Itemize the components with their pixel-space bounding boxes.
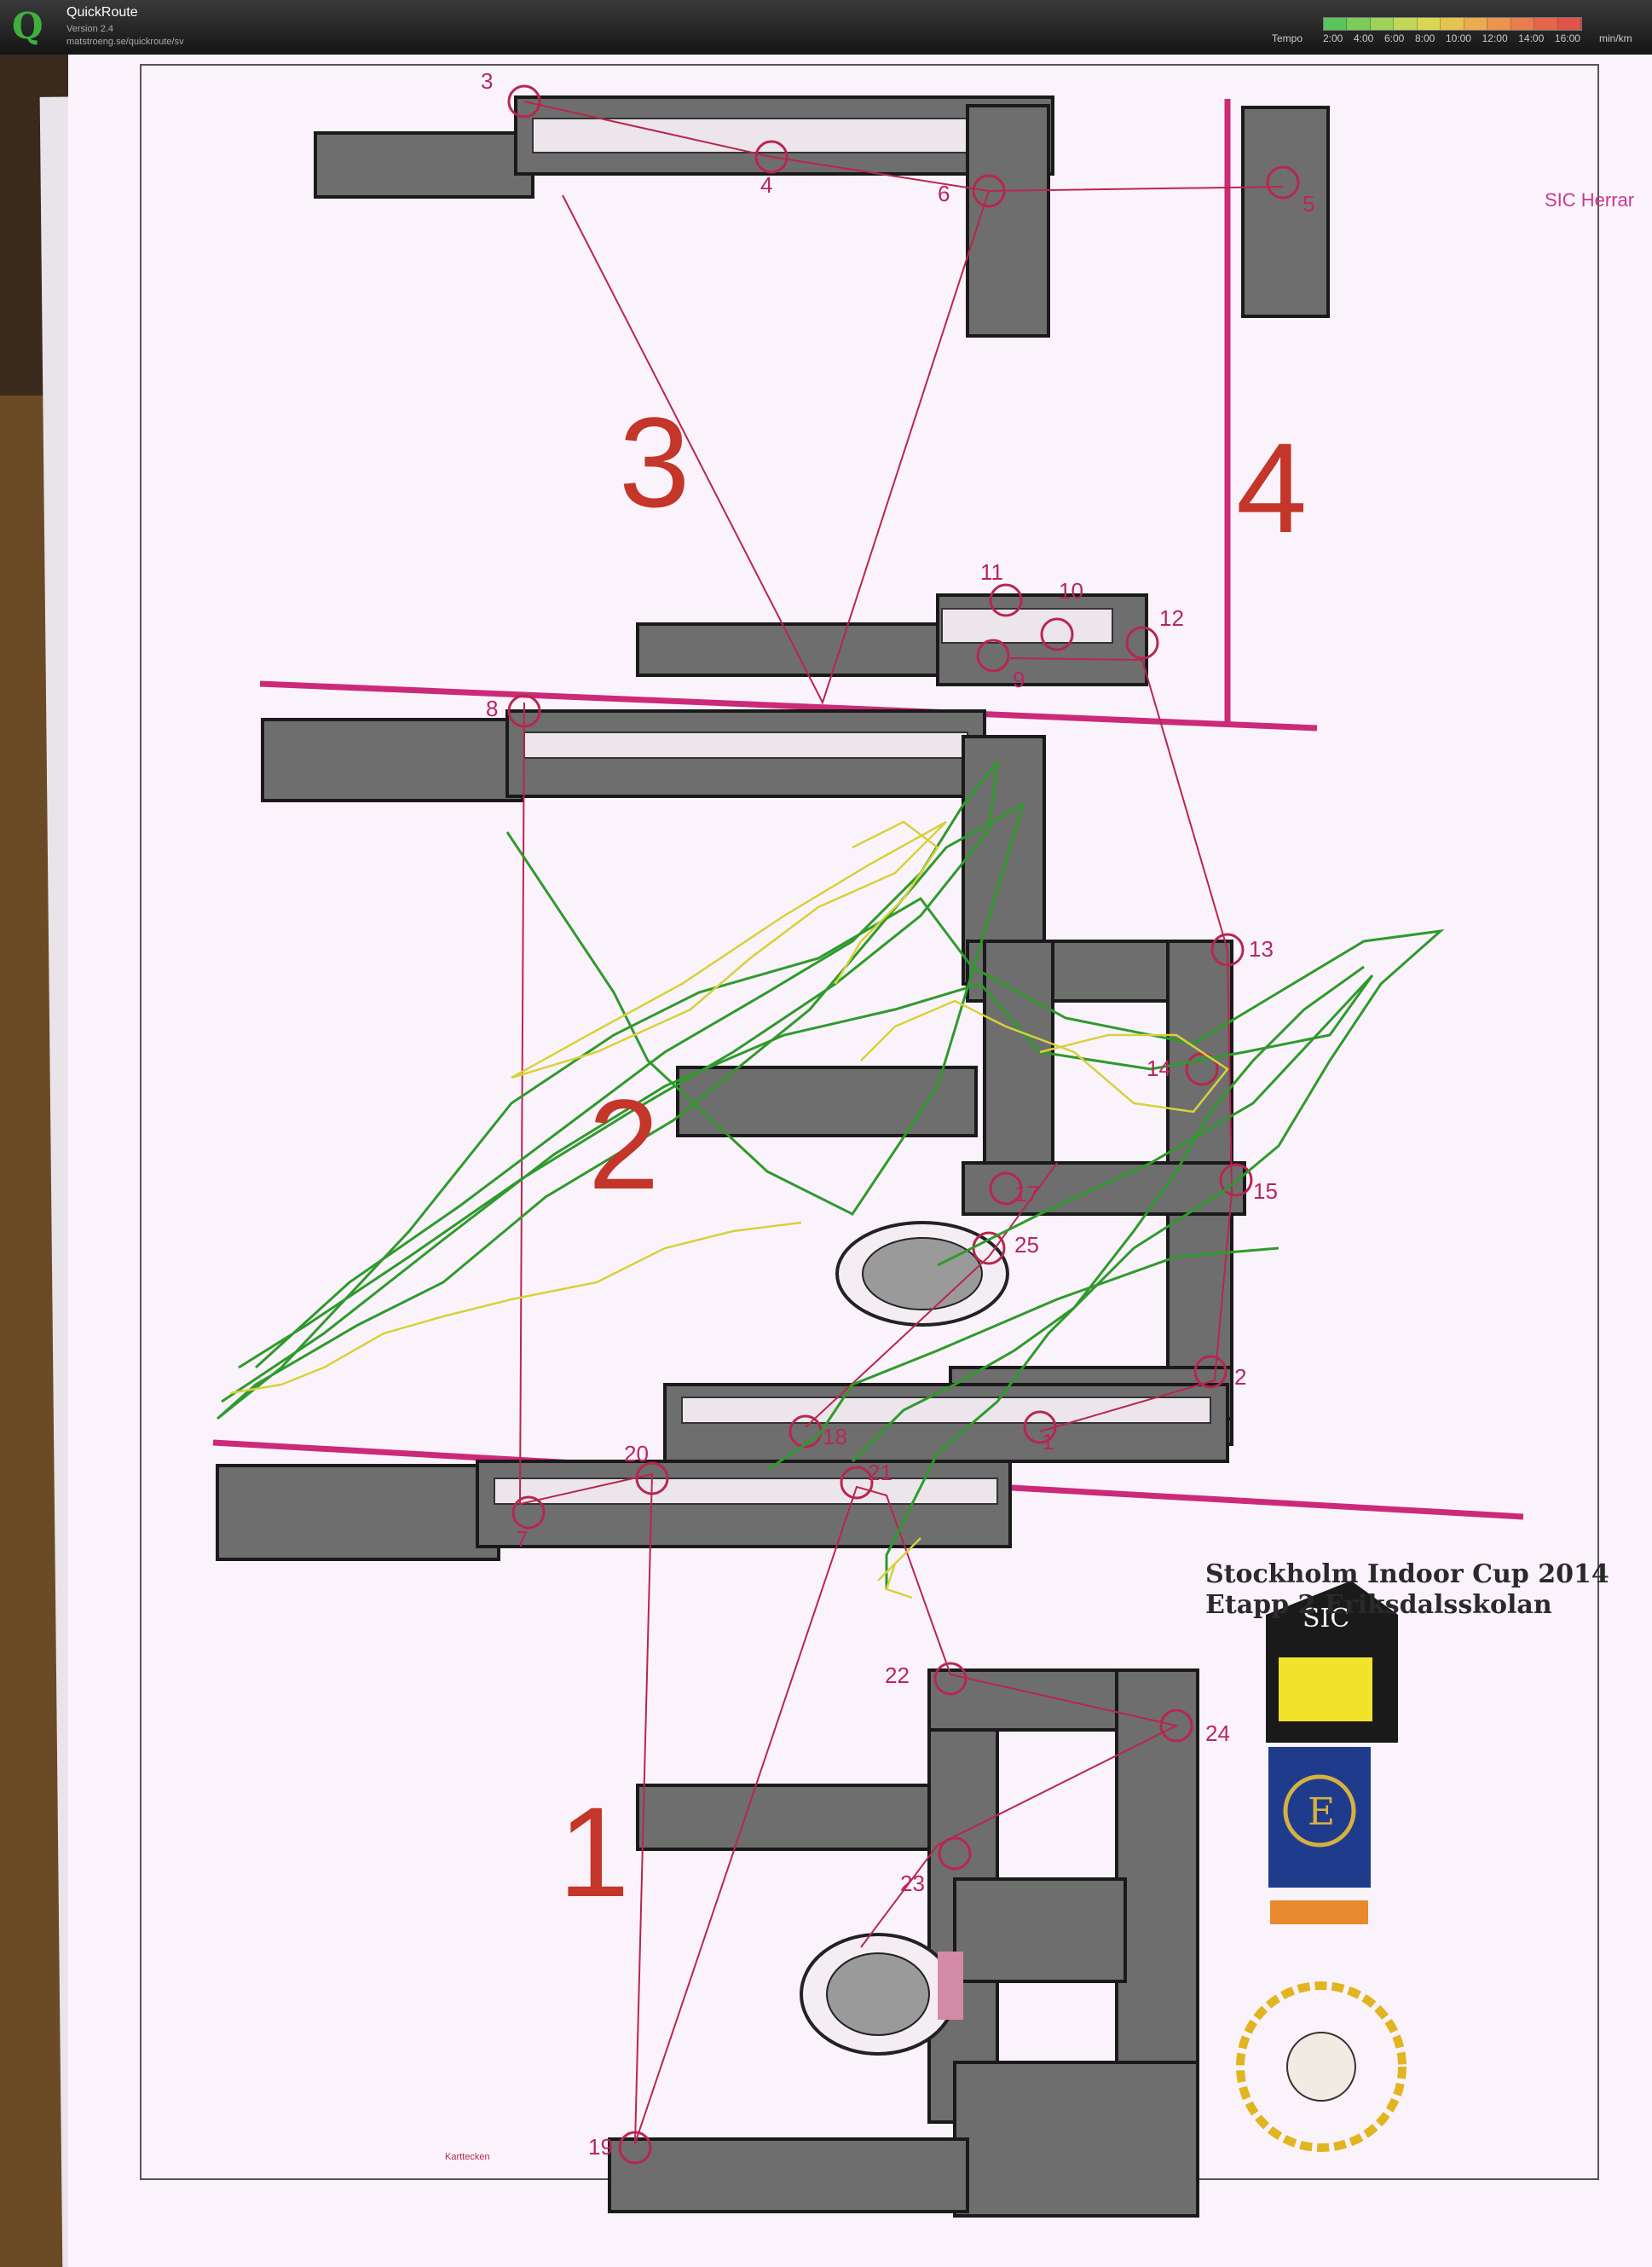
tempo-scale-segment [1347,18,1371,30]
tempo-unit: min/km [1599,32,1632,44]
svg-text:E: E [1308,1790,1335,1834]
tempo-scale-segment [1370,18,1395,30]
control-number-4: 4 [760,172,772,198]
tempo-label: Tempo [1272,32,1303,44]
control-number-6: 6 [938,181,950,206]
control-number-21: 21 [868,1460,892,1485]
eriksdal-logo: E [1268,1747,1371,1924]
class-label: SIC Herrar [1545,189,1635,211]
control-number-8: 8 [486,696,498,721]
tempo-tick: 14:00 [1518,32,1545,44]
section-number-4: 4 [1236,416,1307,559]
tempo-tick: 2:00 [1323,32,1343,44]
tempo-color-scale[interactable] [1323,17,1582,31]
control-number-1: 1 [1042,1429,1054,1454]
tempo-tick: 10:00 [1445,32,1471,44]
tempo-scale-segment [1441,18,1464,30]
control-number-5: 5 [1303,191,1314,217]
app-title: QuickRoute [66,5,138,20]
control-number-15: 15 [1253,1178,1278,1204]
tempo-scale-segment [1534,18,1558,30]
tempo-ticks: 2:00 4:00 6:00 8:00 10:00 12:00 14:00 16… [1323,32,1580,44]
control-number-18: 18 [823,1424,847,1449]
control-number-17: 17 [1014,1181,1039,1206]
tempo-scale-segment [1394,18,1418,30]
control-number-7: 7 [516,1526,528,1552]
control-number-11: 11 [980,559,1003,585]
tempo-tick: 6:00 [1383,32,1405,44]
tempo-scale-segment [1324,18,1348,30]
control-number-22: 22 [885,1663,910,1688]
building-section-1 [216,1460,1199,2218]
map-legend-title: Karttecken [445,2152,490,2162]
control-number-19: 19 [588,2134,613,2160]
app-version: Version 2.4 [66,24,114,34]
control-number-12: 12 [1159,605,1184,631]
section-number-2: 2 [588,1073,659,1216]
map-paper [68,55,1652,2267]
event-title-line1: Stockholm Indoor Cup 2014 [1205,1559,1609,1589]
app-url[interactable]: matstroeng.se/quickroute/sv [66,37,184,47]
tempo-scale-segment [1487,18,1511,30]
control-number-25: 25 [1014,1232,1039,1258]
control-number-13: 13 [1249,936,1274,962]
control-number-24: 24 [1205,1720,1230,1746]
svg-text:SIC: SIC [1303,1604,1349,1634]
quickroute-logo-icon: Q [12,5,43,47]
control-labels: 3 4 5 6 7 8 9 10 11 12 13 14 15 17 18 19… [481,68,1314,2160]
map-canvas[interactable]: 3 4 2 1 3 4 5 6 7 8 9 10 11 12 13 14 15 … [0,55,1652,2267]
tempo-tick: 4:00 [1353,32,1374,44]
event-title: Stockholm Indoor Cup 2014 Etapp 2 Eriksd… [1205,1559,1609,1621]
control-number-20: 20 [624,1441,649,1466]
control-circles [507,84,1300,2165]
section-divider [259,680,1318,732]
course-lines [518,101,1284,2144]
section-number-3: 3 [619,390,690,534]
control-number-23: 23 [900,1871,925,1896]
sic-logo: SIC [1266,1581,1398,1743]
tempo-scale-segment [1557,18,1581,30]
control-number-10: 10 [1059,578,1083,604]
control-number-3: 3 [481,68,493,94]
tempo-tick: 8:00 [1414,32,1435,44]
tempo-scale-segment [1510,18,1535,30]
app-toolbar: Q QuickRoute Version 2.4 matstroeng.se/q… [0,0,1652,55]
tempo-tick: 12:00 [1482,32,1508,44]
orienteringsakademin-logo [1236,1981,1407,2152]
control-number-2: 2 [1234,1364,1246,1390]
section-number-1: 1 [558,1780,629,1923]
tempo-scale-segment [1464,18,1488,30]
control-number-14: 14 [1147,1055,1171,1081]
gps-route [217,757,1445,1599]
building-section-3 [314,95,1330,686]
orienteering-map: 3 4 2 1 3 4 5 6 7 8 9 10 11 12 13 14 15 … [140,64,1599,2218]
tempo-tick: 16:00 [1554,32,1580,44]
building-section-2 [261,709,1246,1463]
tempo-scale-segment [1417,18,1441,30]
control-number-9: 9 [1013,667,1025,692]
event-title-line2: Etapp 2 Eriksdalsskolan [1205,1590,1552,1620]
